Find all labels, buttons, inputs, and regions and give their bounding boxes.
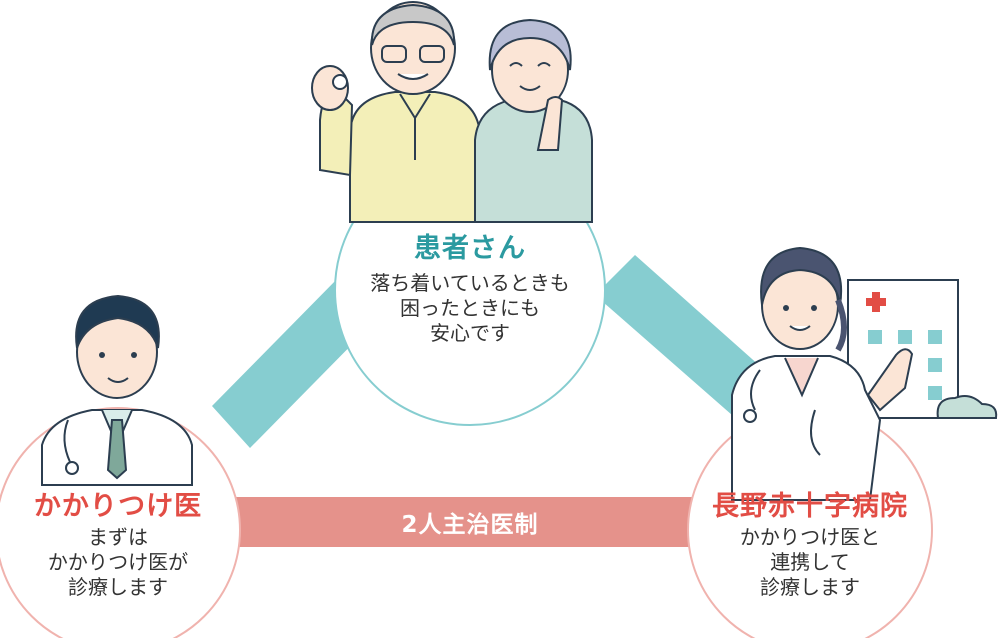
band-right-link — [595, 255, 770, 415]
band-two-doctor-system — [232, 497, 702, 547]
patients-line: 落ち着いているときも — [370, 271, 570, 295]
hospital-line: かかりつけ医と — [739, 525, 881, 549]
patients-description: 落ち着いているときも 困ったときにも 安心です — [340, 271, 600, 346]
hospital-line: 診療します — [760, 575, 860, 599]
hospital-title: 長野赤十字病院 — [712, 491, 908, 522]
family-doctor-line: まずは — [88, 525, 148, 549]
hospital-block: 長野赤十字病院 かかりつけ医と 連携して 診療します — [680, 484, 940, 600]
family-doctor-line: かかりつけ医が — [47, 550, 189, 574]
hospital-line: 連携して — [770, 550, 850, 574]
family-doctor-title: かかりつけ医 — [33, 491, 203, 522]
patients-line: 困ったときにも — [400, 296, 540, 320]
male-doctor-icon — [41, 294, 193, 486]
hospital-description: かかりつけ医と 連携して 診療します — [680, 525, 940, 600]
two-doctor-system-label: 2人主治医制 — [401, 512, 539, 538]
patients-line: 安心です — [430, 321, 510, 345]
patients-block: 患者さん 落ち着いているときも 困ったときにも 安心です — [340, 226, 600, 346]
family-doctor-description: まずは かかりつけ医が 診療します — [8, 525, 228, 600]
family-doctor-block: かかりつけ医 まずは かかりつけ医が 診療します — [8, 484, 228, 600]
elderly-couple-icon — [311, 1, 593, 223]
female-doctor-icon — [731, 246, 914, 501]
band-left-link — [212, 276, 378, 448]
family-doctor-line: 診療します — [68, 575, 168, 599]
patients-title: 患者さん — [414, 233, 526, 264]
